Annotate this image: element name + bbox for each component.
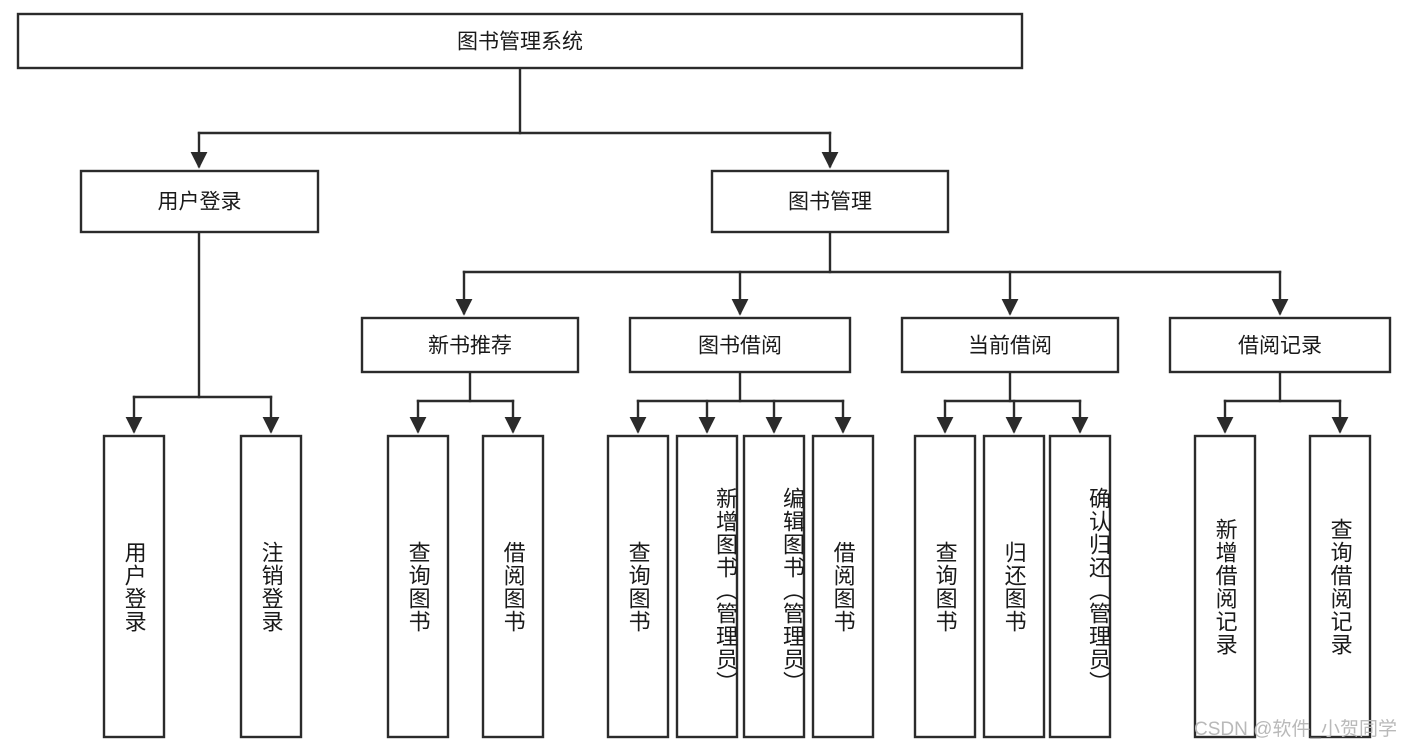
node-borrow-record-box[interactable] — [1168, 316, 1392, 374]
node-book-manage-label: 图书管理 — [788, 191, 872, 214]
connector-group-book-borrow — [629, 370, 852, 434]
connector-group-root — [190, 66, 839, 169]
leaf-query-book-1-box[interactable] — [386, 434, 450, 739]
leaf-borrow-book-1-box[interactable] — [481, 434, 545, 739]
leaf-borrow-book-2-box[interactable] — [811, 434, 875, 739]
node-root[interactable]: 图书管理系统 — [16, 12, 1024, 70]
node-user-login-box[interactable] — [79, 169, 320, 234]
node-root-label: 图书管理系统 — [457, 31, 583, 54]
node-new-book-rec[interactable]: 新书推荐 — [360, 316, 580, 374]
node-book-borrow-box[interactable] — [628, 316, 852, 374]
node-borrow-record[interactable]: 借阅记录 — [1168, 316, 1392, 374]
leaf-edit-book-box[interactable] — [742, 434, 806, 739]
connector-group-borrow-record — [1216, 370, 1349, 434]
node-user-login-label: 用户登录 — [158, 191, 242, 214]
leaf-confirm-return-box[interactable] — [1048, 434, 1112, 739]
leaf-query-book-3-box[interactable] — [913, 434, 977, 739]
node-book-borrow-label: 图书借阅 — [698, 335, 782, 358]
node-book-manage[interactable]: 图书管理 — [710, 169, 950, 234]
node-root-box[interactable] — [16, 12, 1024, 70]
node-current-borrow[interactable]: 当前借阅 — [900, 316, 1120, 374]
node-borrow-record-label: 借阅记录 — [1238, 335, 1322, 358]
node-new-book-rec-label: 新书推荐 — [428, 335, 512, 358]
leaf-add-book-box[interactable] — [675, 434, 739, 739]
connector-group-user-login — [125, 230, 280, 434]
connector-group-current-borrow — [936, 370, 1089, 434]
connector-group-new-book-rec — [409, 370, 522, 434]
csdn-watermark: CSDN @软件_小贺同学 — [1194, 719, 1397, 740]
node-current-borrow-box[interactable] — [900, 316, 1120, 374]
leaf-query-record-box[interactable] — [1308, 434, 1372, 739]
node-current-borrow-label: 当前借阅 — [968, 335, 1052, 358]
leaf-user-logout-box[interactable] — [239, 434, 303, 739]
connector-group-book-manage — [455, 230, 1289, 316]
node-user-login[interactable]: 用户登录 — [79, 169, 320, 234]
leaf-boxes — [102, 434, 1372, 739]
leaf-return-book-box[interactable] — [982, 434, 1046, 739]
node-book-borrow[interactable]: 图书借阅 — [628, 316, 852, 374]
leaf-query-book-2-box[interactable] — [606, 434, 670, 739]
node-new-book-rec-box[interactable] — [360, 316, 580, 374]
leaf-user-login-box[interactable] — [102, 434, 166, 739]
leaf-add-record-box[interactable] — [1193, 434, 1257, 739]
node-book-manage-box[interactable] — [710, 169, 950, 234]
